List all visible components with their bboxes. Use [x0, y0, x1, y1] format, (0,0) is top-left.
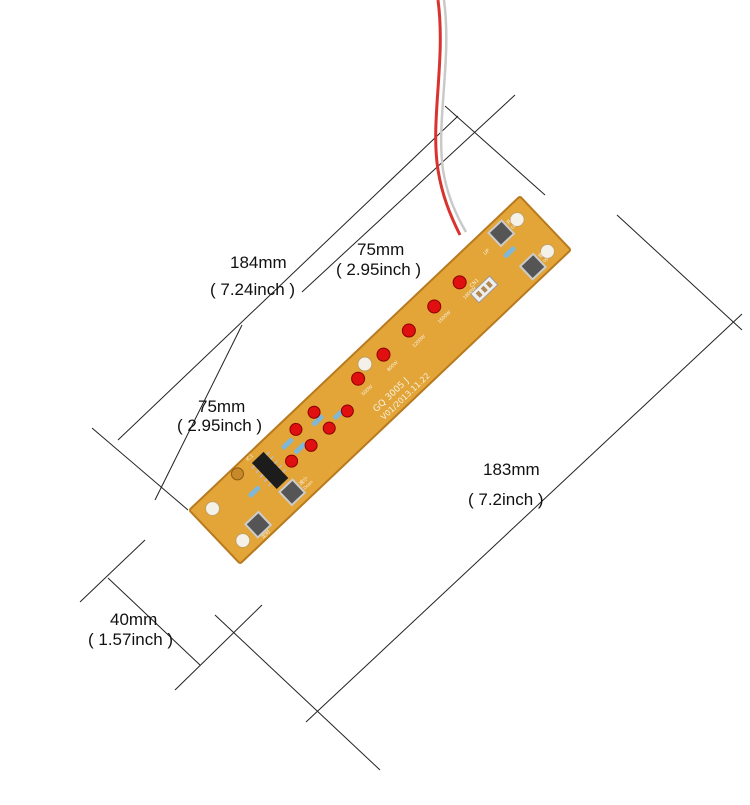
mounting-hole	[357, 356, 373, 372]
dim-40-inch: ( 1.57inch )	[88, 630, 174, 649]
status-led	[285, 454, 299, 468]
dim-184-inch: ( 7.24inch )	[210, 280, 296, 299]
up-switch	[518, 252, 548, 281]
capacitor	[230, 467, 244, 481]
down-switch	[278, 478, 307, 507]
white-wire	[439, 0, 468, 233]
board-substrate	[189, 197, 571, 563]
connector-label: CN1	[469, 278, 481, 290]
status-led	[322, 421, 336, 435]
timer-switch	[243, 510, 273, 539]
dim-line-40	[107, 577, 201, 666]
mounting-holes	[205, 211, 555, 549]
dim-label-75-upper-inch: ( 2.95inch )	[336, 260, 421, 280]
dim-label-75-upper: 75mm	[357, 240, 404, 260]
ext-line-bottom	[214, 614, 381, 771]
ic-pins	[251, 451, 287, 487]
status-led	[340, 404, 354, 418]
ext-line-left-top	[91, 427, 189, 511]
dim-75-upper-inch: ( 2.95inch )	[336, 260, 422, 279]
power-led	[427, 299, 442, 314]
dim-line-184	[117, 115, 459, 441]
dim-label-75-lower-inch: ( 2.95inch )	[177, 416, 262, 436]
ext-line-right-bottom	[616, 214, 743, 331]
button-label-down-en: Down	[302, 479, 314, 491]
ic-label: IC1	[245, 453, 255, 463]
dim-183-mm: 183mm	[483, 460, 540, 479]
power-led	[452, 275, 467, 290]
button-label-up-en: Up	[542, 256, 550, 264]
dim-183-inch: ( 7.2inch )	[468, 490, 544, 509]
wire-connector	[469, 275, 499, 304]
resistor	[311, 414, 324, 427]
ic-chip	[251, 451, 289, 490]
dim-label-40-inch: ( 1.57inch )	[88, 630, 173, 650]
dim-75-lower-inch: ( 2.95inch )	[177, 416, 263, 435]
dim-line-183	[305, 313, 743, 723]
board-edge	[188, 196, 572, 564]
onoff-switch	[487, 219, 516, 248]
dim-label-184-inch: ( 7.24inch )	[210, 280, 295, 300]
red-wire	[434, 0, 462, 236]
mounting-hole	[509, 211, 525, 227]
resistor	[294, 442, 307, 455]
button-label-up: 增大	[537, 248, 549, 260]
ext-line-right-top	[444, 105, 546, 196]
dim-label-184: 184mm	[230, 253, 287, 273]
dim-75-upper-mm: 75mm	[357, 240, 405, 259]
tact-switches	[243, 219, 548, 539]
resistor	[281, 437, 294, 450]
resistor	[503, 246, 516, 258]
dim-75-lower-mm: 75mm	[198, 397, 246, 416]
power-led	[376, 347, 391, 362]
mounting-hole	[235, 533, 251, 549]
mounting-hole	[205, 501, 221, 517]
dimension-lines	[79, 94, 743, 771]
resistors	[248, 246, 516, 498]
ext-line-width-left	[79, 539, 146, 603]
power-led	[401, 323, 416, 338]
status-led	[307, 405, 321, 419]
button-label-onoff: 开关	[505, 214, 517, 226]
arrow-label: UP	[482, 248, 491, 257]
dim-label-183: 183mm	[483, 460, 540, 480]
button-label-timer: 定时	[260, 528, 272, 540]
resistor	[248, 485, 261, 498]
mounting-hole	[539, 243, 555, 259]
ext-line-width-right	[174, 604, 263, 691]
button-label-down: 减小	[297, 475, 309, 487]
dim-40-mm: 40mm	[110, 610, 158, 629]
wire-bundle	[434, 0, 468, 236]
status-led	[289, 422, 303, 436]
dim-184-mm: 184mm	[230, 253, 287, 272]
status-led	[304, 438, 318, 452]
power-led	[351, 371, 366, 386]
dim-label-40: 40mm	[110, 610, 157, 630]
dim-line-75-upper	[301, 94, 516, 293]
dim-line-75-lower	[154, 324, 243, 501]
dim-label-75-lower: 75mm	[198, 397, 245, 417]
dim-label-183-inch: ( 7.2inch )	[468, 490, 544, 510]
led-array	[285, 275, 467, 468]
pcb-board: GQ 3005 J V01/2013.11.22 CN1 IC1 UP 开关 O…	[188, 196, 572, 564]
